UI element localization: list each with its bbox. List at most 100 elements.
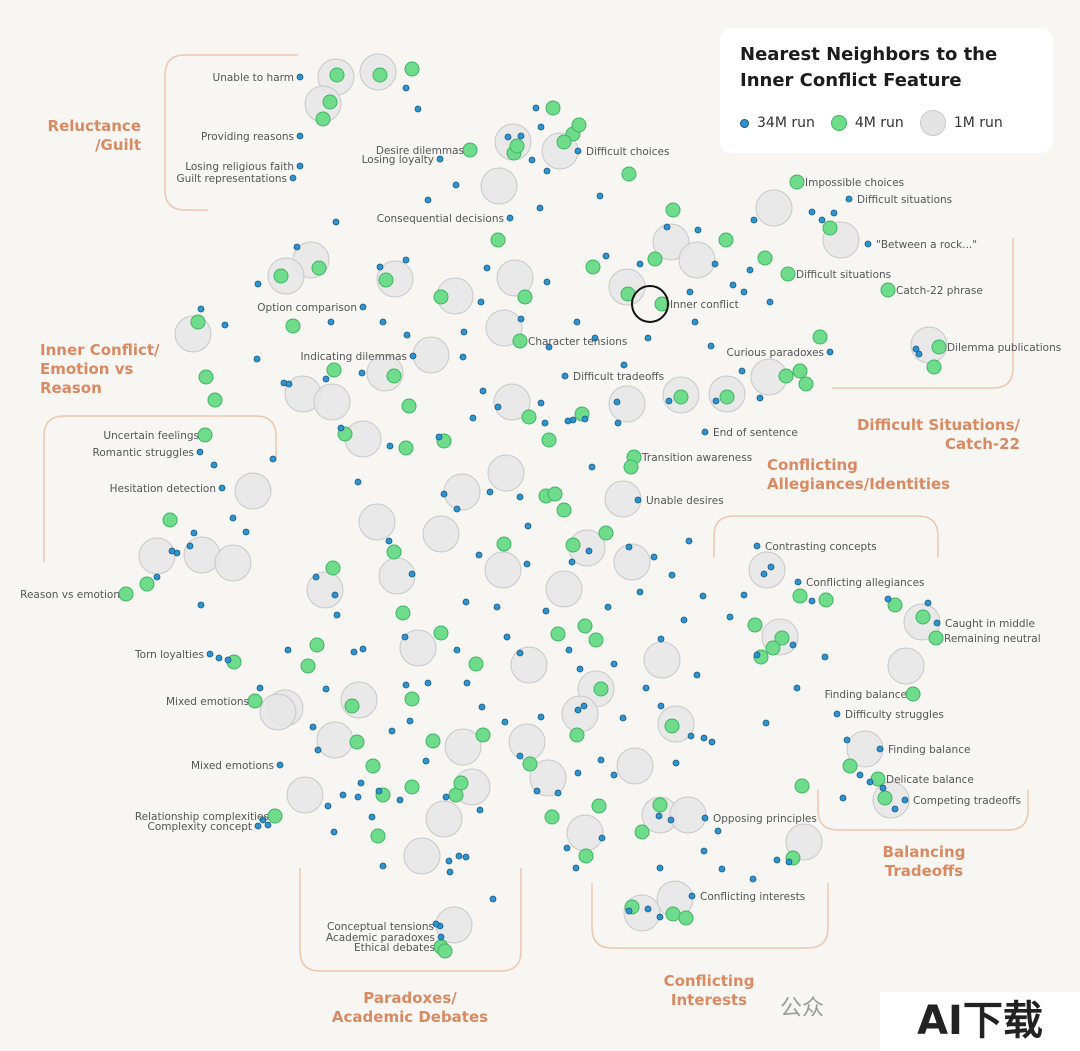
point-34m <box>402 256 410 264</box>
point-4m <box>678 910 694 926</box>
point-1m <box>545 570 583 608</box>
point-34m <box>642 684 650 692</box>
point-4m <box>665 906 681 922</box>
point-34m-mixed-emotions <box>276 761 284 769</box>
label-character-tensions: Character tensions <box>528 336 627 348</box>
point-34m-contrasting-concepts <box>753 542 761 550</box>
point-34m <box>569 416 577 424</box>
point-34m <box>478 703 486 711</box>
point-34m <box>503 633 511 641</box>
point-34m <box>309 723 317 731</box>
point-34m <box>597 756 605 764</box>
point-4m <box>344 698 360 714</box>
point-34m <box>489 895 497 903</box>
point-4m <box>386 544 402 560</box>
point-34m <box>324 802 332 810</box>
point-34m <box>712 397 720 405</box>
highlight-layer <box>631 285 669 323</box>
point-34m-guilt-representations <box>289 174 297 182</box>
point-34m <box>396 796 404 804</box>
point-4m <box>404 61 420 77</box>
point-4m <box>556 502 572 518</box>
point-34m-losing-religious-faith <box>296 162 304 170</box>
label-relationship-complexities: Relationship complexities <box>135 811 269 823</box>
point-34m <box>866 778 874 786</box>
point-4m <box>926 359 942 375</box>
point-34m <box>714 827 722 835</box>
label-guilt-representations: Guilt representations <box>176 173 287 185</box>
point-4m <box>490 232 506 248</box>
point-34m <box>672 759 680 767</box>
point-1m <box>616 747 654 785</box>
point-34m <box>314 746 322 754</box>
point-34m <box>614 419 622 427</box>
point-34m <box>625 907 633 915</box>
point-4m <box>315 111 331 127</box>
point-34m <box>483 264 491 272</box>
point-1m <box>376 260 414 298</box>
point-4m <box>565 537 581 553</box>
point-34m <box>912 345 920 353</box>
point-34m <box>580 702 588 710</box>
point-34m <box>762 719 770 727</box>
label-finding-balance: Finding balance <box>825 689 907 701</box>
label-difficult-situations: Difficult situations <box>857 194 952 206</box>
point-34m <box>293 243 301 251</box>
point-34m <box>486 488 494 496</box>
point-34m-difficulty-struggles <box>833 710 841 718</box>
point-34m <box>479 387 487 395</box>
label-between-a-rock: "Between a rock..." <box>876 239 977 251</box>
point-4m <box>300 658 316 674</box>
point-1m <box>403 837 441 875</box>
point-4m <box>425 733 441 749</box>
point-34m <box>636 260 644 268</box>
point-4m <box>569 727 585 743</box>
legend-label-1m: 1M run <box>953 115 1003 131</box>
point-4m <box>273 268 289 284</box>
point-34m <box>808 597 816 605</box>
legend-label-34m: 34M run <box>757 115 815 131</box>
point-34m <box>197 305 205 313</box>
point-34m <box>517 132 525 140</box>
point-1m <box>412 336 450 374</box>
point-34m <box>625 543 633 551</box>
point-1m <box>493 383 531 421</box>
label-conflicting-allegiances: Conflicting allegiances <box>806 577 925 589</box>
point-34m <box>620 361 628 369</box>
point-34m <box>332 218 340 226</box>
label-difficulty-struggles: Difficulty struggles <box>845 709 944 721</box>
bracket-balancing <box>817 790 1029 831</box>
point-34m <box>536 204 544 212</box>
point-34m <box>440 490 448 498</box>
point-34m <box>516 649 524 657</box>
point-1m <box>214 544 252 582</box>
point-4m-character-tensions <box>512 333 528 349</box>
point-4m-finding-balance <box>905 686 921 702</box>
point-34m <box>224 656 232 664</box>
point-1m <box>529 759 567 797</box>
point-34m <box>604 603 612 611</box>
point-4m-remaining-neutral <box>928 630 944 646</box>
point-34m <box>524 522 532 530</box>
point-4m <box>468 656 484 672</box>
point-34m <box>753 651 761 659</box>
point-1m <box>306 571 344 609</box>
point-34m <box>610 771 618 779</box>
point-34m <box>186 542 194 550</box>
point-34m <box>785 858 793 866</box>
point-34m-end-of-sentence <box>701 428 709 436</box>
point-34m <box>459 353 467 361</box>
point-34m <box>493 603 501 611</box>
point-34m <box>581 415 589 423</box>
point-4m <box>329 67 345 83</box>
point-34m <box>215 654 223 662</box>
point-4m-dilemma-publications <box>931 339 947 355</box>
point-34m <box>563 844 571 852</box>
point-34m <box>476 806 484 814</box>
point-34m <box>408 570 416 578</box>
point-34m <box>435 433 443 441</box>
point-34m-competing-tradeoffs <box>901 796 909 804</box>
point-4m <box>433 289 449 305</box>
point-4m-desire-dilemmas <box>462 142 478 158</box>
